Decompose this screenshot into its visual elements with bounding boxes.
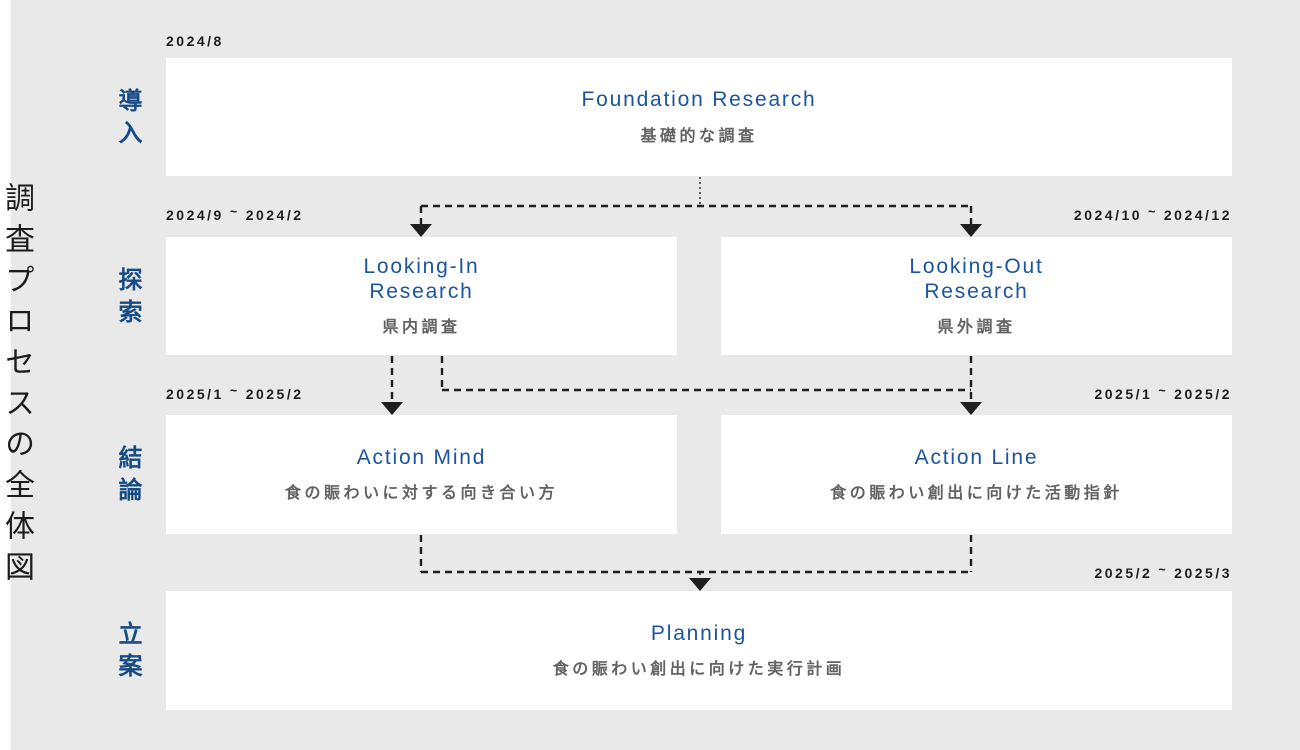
- stage-label-conclusion: 結論: [114, 445, 141, 509]
- box-subtitle: 食の賑わい創出に向けた活動指針: [830, 485, 1123, 503]
- box-title: Action Mind: [356, 445, 487, 469]
- date-end: 2024/12: [1163, 207, 1232, 223]
- diagram-vertical-title: 調査プロセスの全体図: [0, 182, 33, 592]
- connector-foundation-to-row2: [419, 204, 973, 226]
- box-title: Looking-Out Research: [909, 255, 1044, 303]
- box-subtitle: 県外調査: [937, 318, 1016, 336]
- connector-row2-to-action-line: [440, 356, 973, 403]
- stage-label-intro: 導入: [114, 88, 141, 152]
- date-range-looking-in: 2024/9 ~2024/2: [166, 205, 304, 223]
- box-subtitle: 食の賑わい創出に向けた実行計画: [552, 661, 846, 679]
- date-start: 2024/9: [166, 207, 224, 223]
- date-start: 2025/2: [1094, 565, 1153, 581]
- box-subtitle: 県内調査: [382, 318, 461, 336]
- process-box-looking-in: Looking-In Research 県内調査: [166, 237, 677, 355]
- arrowhead-planning: [689, 578, 711, 591]
- box-title: Action Line: [914, 445, 1039, 469]
- process-box-looking-out: Looking-Out Research 県外調査: [721, 237, 1232, 355]
- box-subtitle: 基礎的な調査: [640, 127, 758, 145]
- date-tilde: ~: [1148, 205, 1158, 219]
- box-title: Foundation Research: [581, 88, 817, 112]
- date-end: 2025/3: [1174, 565, 1232, 581]
- date-start: 2024/8: [166, 33, 224, 49]
- date-start: 2024/10: [1073, 207, 1143, 223]
- date-end: 2024/2: [245, 207, 304, 223]
- date-tilde: ~: [229, 205, 240, 219]
- box-title: Looking-In Research: [363, 255, 480, 303]
- left-white-strip: [0, 0, 11, 750]
- connector-row3-to-planning: [419, 535, 973, 574]
- date-end: 2025/2: [1174, 386, 1232, 402]
- date-end: 2025/2: [245, 386, 304, 402]
- process-box-foundation: Foundation Research 基礎的な調査: [166, 58, 1232, 176]
- arrowhead-action-line: [960, 402, 982, 415]
- arrowhead-looking-in: [410, 224, 432, 237]
- date-tilde: ~: [1158, 563, 1169, 577]
- date-range-action-line: 2025/1 ~2025/2: [1094, 384, 1232, 402]
- stage-label-explore: 探索: [114, 267, 141, 331]
- date-range-planning: 2025/2 ~2025/3: [1094, 563, 1232, 581]
- stage-label-planning: 立案: [114, 621, 141, 685]
- process-box-action-line: Action Line 食の賑わい創出に向けた活動指針: [721, 415, 1232, 534]
- box-subtitle: 食の賑わいに対する向き合い方: [284, 485, 558, 503]
- box-title: Planning: [650, 621, 748, 645]
- date-range-action-mind: 2025/1 ~2025/2: [166, 384, 304, 402]
- process-box-action-mind: Action Mind 食の賑わいに対する向き合い方: [166, 415, 677, 534]
- date-start: 2025/1: [1094, 386, 1153, 402]
- process-box-planning: Planning 食の賑わい創出に向けた実行計画: [166, 591, 1232, 710]
- date-range-looking-out: 2024/10 ~2024/12: [1073, 205, 1232, 223]
- date-tilde: ~: [229, 384, 240, 398]
- date-start: 2025/1: [166, 386, 224, 402]
- arrowhead-looking-out: [960, 224, 982, 237]
- date-range-foundation: 2024/8: [166, 33, 236, 49]
- date-tilde: ~: [1158, 384, 1169, 398]
- arrowhead-action-mind: [381, 402, 403, 415]
